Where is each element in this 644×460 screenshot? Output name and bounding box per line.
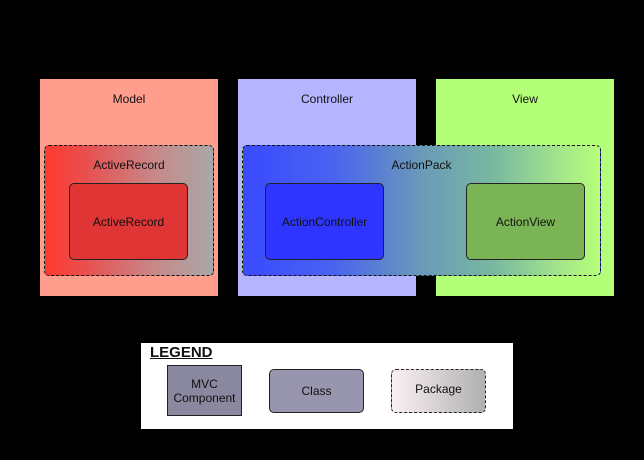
actionpack-package-label: ActionPack <box>391 158 452 172</box>
actioncontroller-class-label: ActionController <box>281 214 368 229</box>
legend-package: Package <box>391 369 486 413</box>
activerecord-class: ActiveRecord <box>69 183 188 260</box>
legend-mvc-label-line1: MVC <box>191 376 218 391</box>
legend: LEGEND MVC Component Class Package <box>141 343 513 429</box>
legend-class-label: Class <box>301 384 332 398</box>
legend-mvc-component: MVC Component <box>167 365 242 416</box>
legend-mvc-label-line2: Component <box>173 390 236 405</box>
view-label: View <box>512 92 538 106</box>
legend-package-label: Package <box>415 382 462 396</box>
legend-class: Class <box>269 369 364 413</box>
controller-label: Controller <box>300 92 354 106</box>
actionview-class: ActionView <box>466 183 585 260</box>
activerecord-package-label: ActiveRecord <box>93 158 165 172</box>
model-label: Model <box>112 92 146 106</box>
actioncontroller-class: ActionController <box>265 183 384 260</box>
activerecord-class-label: ActiveRecord <box>92 214 165 229</box>
actionview-class-label: ActionView <box>495 214 556 229</box>
legend-title: LEGEND <box>150 344 213 361</box>
